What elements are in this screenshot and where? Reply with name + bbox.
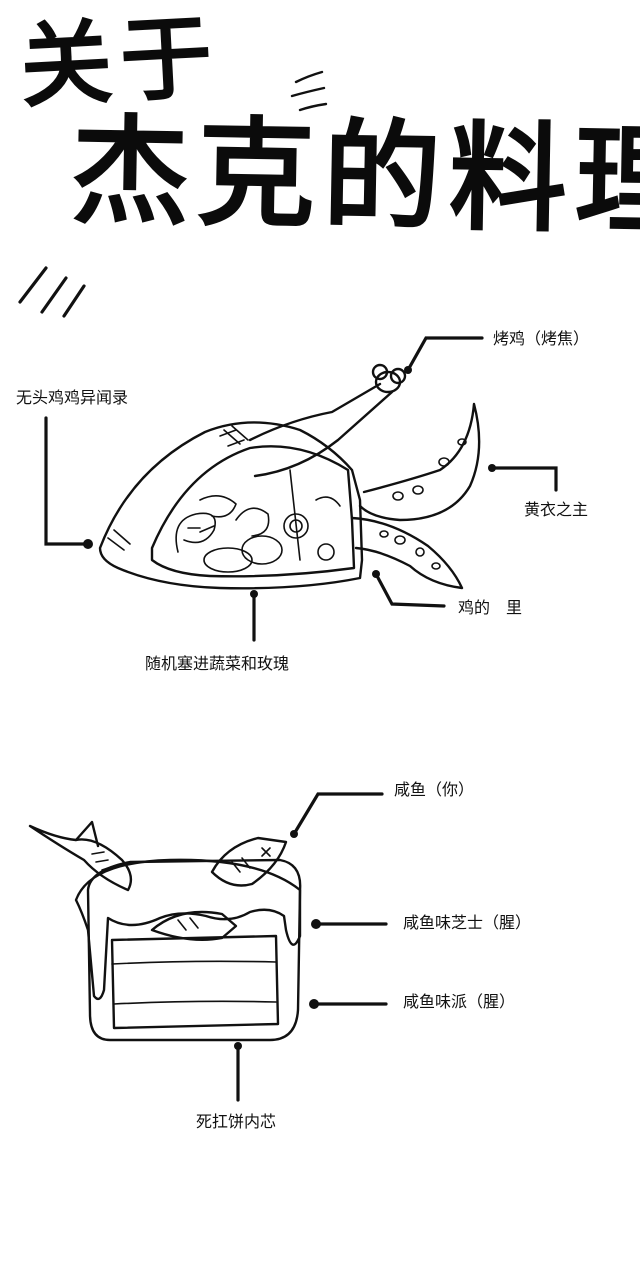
salted-fish-pie-drawing — [28, 820, 302, 1042]
label-cheese: 咸鱼味芝士（腥） — [403, 913, 532, 932]
label-headless-chicken: 无头鸡鸡异闻录 — [16, 388, 129, 407]
label-pie: 咸鱼味派（腥） — [403, 992, 516, 1011]
label-stuffing: 随机塞进蔬菜和玫瑰 — [145, 654, 290, 673]
dish1-leader-lines — [44, 336, 558, 642]
label-core: 死扛饼内芯 — [196, 1112, 277, 1131]
speed-lines-left — [18, 266, 86, 318]
dish2-leader-lines — [234, 792, 388, 1102]
label-salted-fish: 咸鱼（你） — [394, 780, 475, 799]
speed-lines-top — [290, 70, 328, 112]
label-yellow-king: 黄衣之主 — [524, 500, 589, 519]
label-chicken-inside: 鸡的 里 — [458, 598, 523, 617]
roast-chicken-drawing — [98, 363, 481, 590]
label-roast-chicken: 烤鸡（烤焦） — [493, 329, 590, 348]
